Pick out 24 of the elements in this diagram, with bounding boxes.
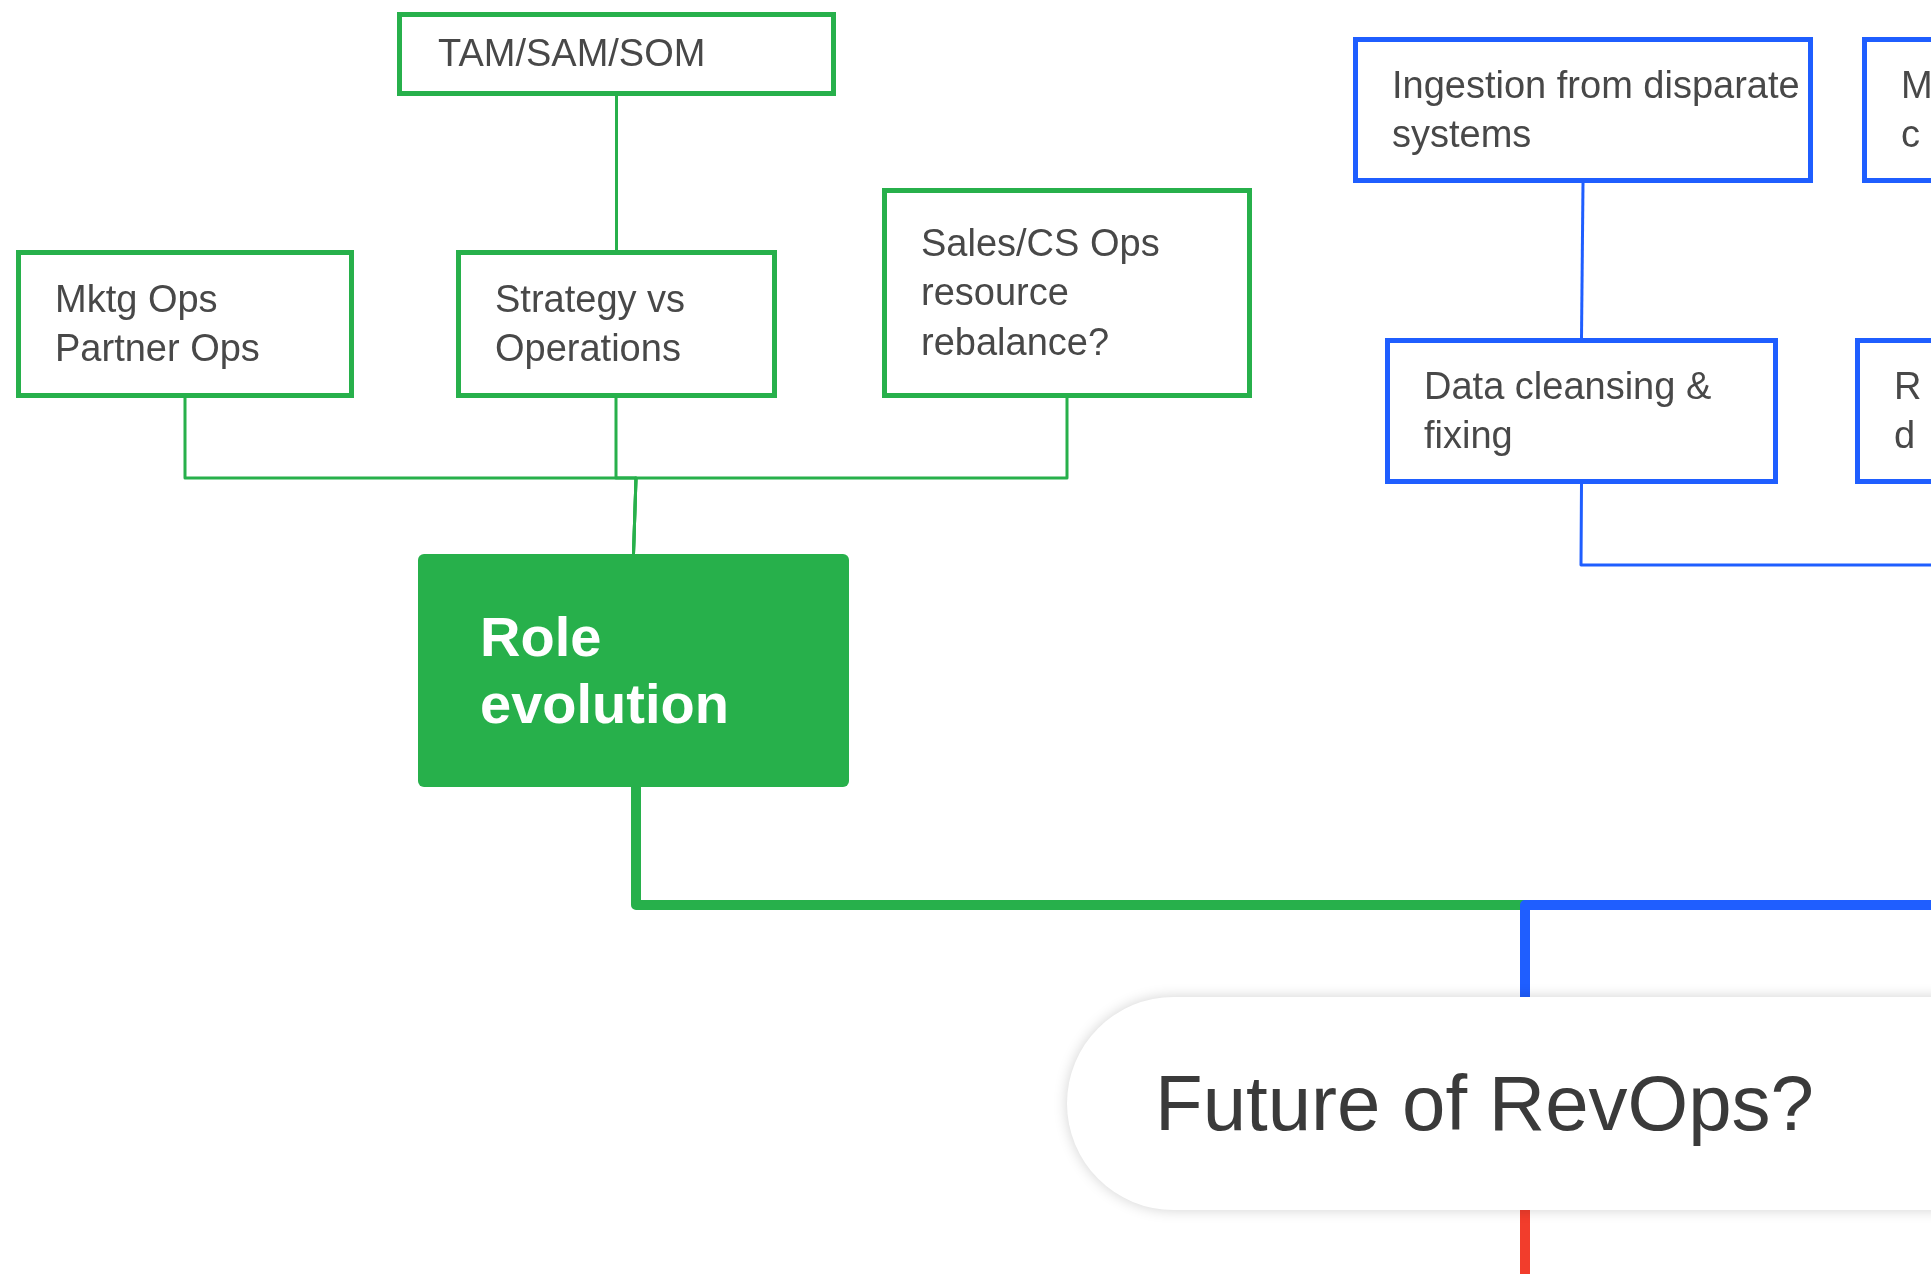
topic-text: Data cleansing & fixing (1424, 363, 1713, 458)
topic-text: Mktg Ops Partner Ops (55, 276, 261, 371)
topic-box (16, 250, 354, 398)
connector-line (1520, 900, 1931, 997)
topic-text: Sales/CS Ops resource rebalance? (921, 220, 1161, 365)
connector-line (615, 96, 618, 250)
topic-text: M c (1901, 62, 1931, 157)
central-topic-text: Future of RevOps? (1155, 1057, 1814, 1149)
topic-box (397, 12, 836, 96)
topic-text: Strategy vs Operations (495, 276, 687, 371)
topic-text: R d (1894, 363, 1922, 458)
central-topic-pill (1067, 997, 1931, 1210)
topic-box (882, 188, 1252, 398)
connector-line (1580, 183, 1585, 338)
connector-line (1579, 484, 1931, 567)
connector-line (632, 398, 1069, 555)
topic-text: TAM/SAM/SOM (438, 31, 706, 77)
topic-box (456, 250, 777, 398)
connector-line (1520, 1210, 1530, 1274)
topic-box (1385, 338, 1778, 484)
branch-topic-box (418, 554, 849, 787)
topic-text: Ingestion from disparate systems (1392, 62, 1801, 157)
branch-topic-text: Role evolution (480, 604, 730, 737)
topic-box (1353, 37, 1813, 183)
